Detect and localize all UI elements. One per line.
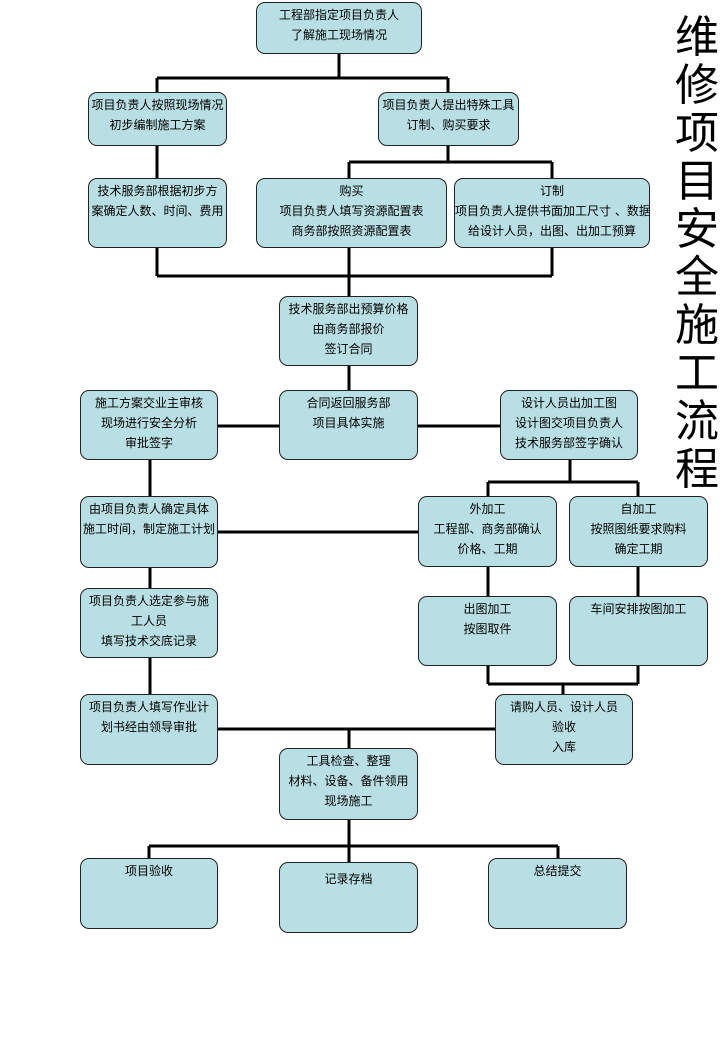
step-text: 由项目负责人确定具体 (88, 502, 209, 516)
step-owner-review: 施工方案交业主审核 现场进行安全分析 审批签字 (80, 390, 218, 460)
title-char: 安 (675, 204, 719, 255)
step-text: 项目具体实施 (312, 416, 385, 430)
step-drawing-processing: 出图加工 按图取件 (418, 596, 557, 666)
step-text: 按照图纸要求购料 (590, 522, 687, 536)
step-text: 由商务部报价 (312, 322, 385, 336)
step-text: 请购人员、设计人员 (509, 700, 618, 714)
title-char: 目 (675, 156, 719, 207)
step-text: 工具检查、整理 (306, 754, 391, 768)
step-text: 设计图交项目负责人 (514, 416, 623, 430)
step-text: 项目负责人提供书面加工尺寸 、数据 (455, 204, 651, 218)
step-text: 价格、工期 (457, 542, 518, 556)
step-tool-check: 工具检查、整理 材料、设备、备件领用 现场施工 (279, 748, 418, 820)
step-text: 划书经由领导审批 (100, 720, 197, 734)
step-text: 验收 (551, 720, 576, 734)
step-text: 工程部、商务部确认 (433, 522, 542, 536)
title-char: 施 (675, 300, 719, 351)
title-char: 维 (675, 12, 719, 63)
step-quote-contract: 技术服务部出预算价格 由商务部报价 签订合同 (279, 296, 418, 366)
step-text: 现场施工 (324, 794, 373, 808)
step-acceptance-storage: 请购人员、设计人员 验收 入库 (495, 694, 633, 765)
step-text: 工程部指定项目负责人 (278, 8, 399, 22)
step-designate-project-lead: 工程部指定项目负责人 了解施工现场情况 (256, 2, 422, 54)
step-text: 总结提交 (533, 864, 582, 878)
step-special-tools-request: 项目负责人提出特殊工具 订制、购买要求 (378, 92, 519, 146)
title-char: 全 (675, 252, 719, 303)
step-text: 订制 (539, 184, 564, 198)
step-purchase: 购买 项目负责人填写资源配置表 商务部按照资源配置表 (256, 178, 447, 248)
step-text: 项目负责人填写作业计 (88, 700, 209, 714)
step-text: 审批签字 (124, 436, 173, 450)
step-work-plan-approval: 项目负责人填写作业计 划书经由领导审批 (80, 694, 218, 765)
step-text: 给设计人员，出图、出加工预算 (467, 224, 636, 238)
step-draft-plan: 项目负责人按照现场情况 初步编制施工方案 (88, 92, 227, 146)
title-char: 程 (675, 444, 719, 495)
step-tech-service-estimate: 技术服务部根据初步方 案确定人数、时间、费用 (88, 178, 227, 248)
step-text: 签订合同 (324, 342, 373, 356)
step-text: 施工时间，制定施工计划 (82, 522, 215, 536)
step-text: 车间安排按图加工 (590, 602, 687, 616)
step-text: 商务部按照资源配置表 (291, 224, 412, 238)
step-text: 项目负责人提出特殊工具 (382, 98, 515, 112)
title-char: 工 (675, 348, 719, 399)
step-text: 按图取件 (463, 622, 512, 636)
step-text: 外加工 (469, 502, 506, 516)
step-workshop-processing: 车间安排按图加工 (569, 596, 708, 666)
title-char: 修 (675, 60, 719, 111)
step-external-processing: 外加工 工程部、商务部确认 价格、工期 (418, 496, 557, 567)
step-text: 工人员 (130, 614, 167, 628)
step-text: 自加工 (620, 502, 657, 516)
step-text: 了解施工现场情况 (290, 28, 387, 42)
step-text: 技术服务部根据初步方 (97, 184, 218, 198)
step-self-processing: 自加工 按照图纸要求购料 确定工期 (569, 496, 708, 567)
step-design-drawings: 设计人员出加工图 设计图交项目负责人 技术服务部签字确认 (500, 390, 638, 460)
step-text: 订制、购买要求 (406, 118, 491, 132)
step-select-workers: 项目负责人选定参与施 工人员 填写技术交底记录 (80, 588, 218, 658)
step-construction-schedule: 由项目负责人确定具体 施工时间，制定施工计划 (80, 496, 218, 568)
step-text: 材料、设备、备件领用 (288, 774, 409, 788)
step-text: 技术服务部出预算价格 (288, 302, 409, 316)
step-text: 初步编制施工方案 (109, 118, 206, 132)
page-title: 维修项目安全施工流程 (672, 14, 721, 494)
step-custom-order: 订制 项目负责人提供书面加工尺寸 、数据 给设计人员，出图、出加工预算 (454, 178, 651, 248)
title-char: 项 (675, 108, 719, 159)
step-text: 项目负责人按照现场情况 (91, 98, 224, 112)
step-text: 合同返回服务部 (306, 396, 391, 410)
step-contract-return: 合同返回服务部 项目具体实施 (279, 390, 418, 460)
title-char: 流 (675, 396, 719, 447)
step-text: 入库 (551, 740, 576, 754)
step-project-acceptance: 项目验收 (80, 858, 218, 929)
step-text: 施工方案交业主审核 (94, 396, 203, 410)
step-text: 现场进行安全分析 (100, 416, 197, 430)
step-text: 设计人员出加工图 (520, 396, 617, 410)
step-text: 购买 (339, 184, 364, 198)
step-text: 项目负责人填写资源配置表 (279, 204, 424, 218)
step-text: 出图加工 (463, 602, 512, 616)
step-text: 记录存档 (324, 872, 373, 886)
step-text: 技术服务部签字确认 (514, 436, 623, 450)
step-summary-submit: 总结提交 (488, 858, 627, 929)
step-text: 填写技术交底记录 (100, 634, 197, 648)
step-text: 项目验收 (124, 864, 173, 878)
step-record-archive: 记录存档 (279, 862, 418, 933)
step-text: 案确定人数、时间、费用 (91, 204, 224, 218)
step-text: 项目负责人选定参与施 (88, 594, 209, 608)
step-text: 确定工期 (614, 542, 663, 556)
